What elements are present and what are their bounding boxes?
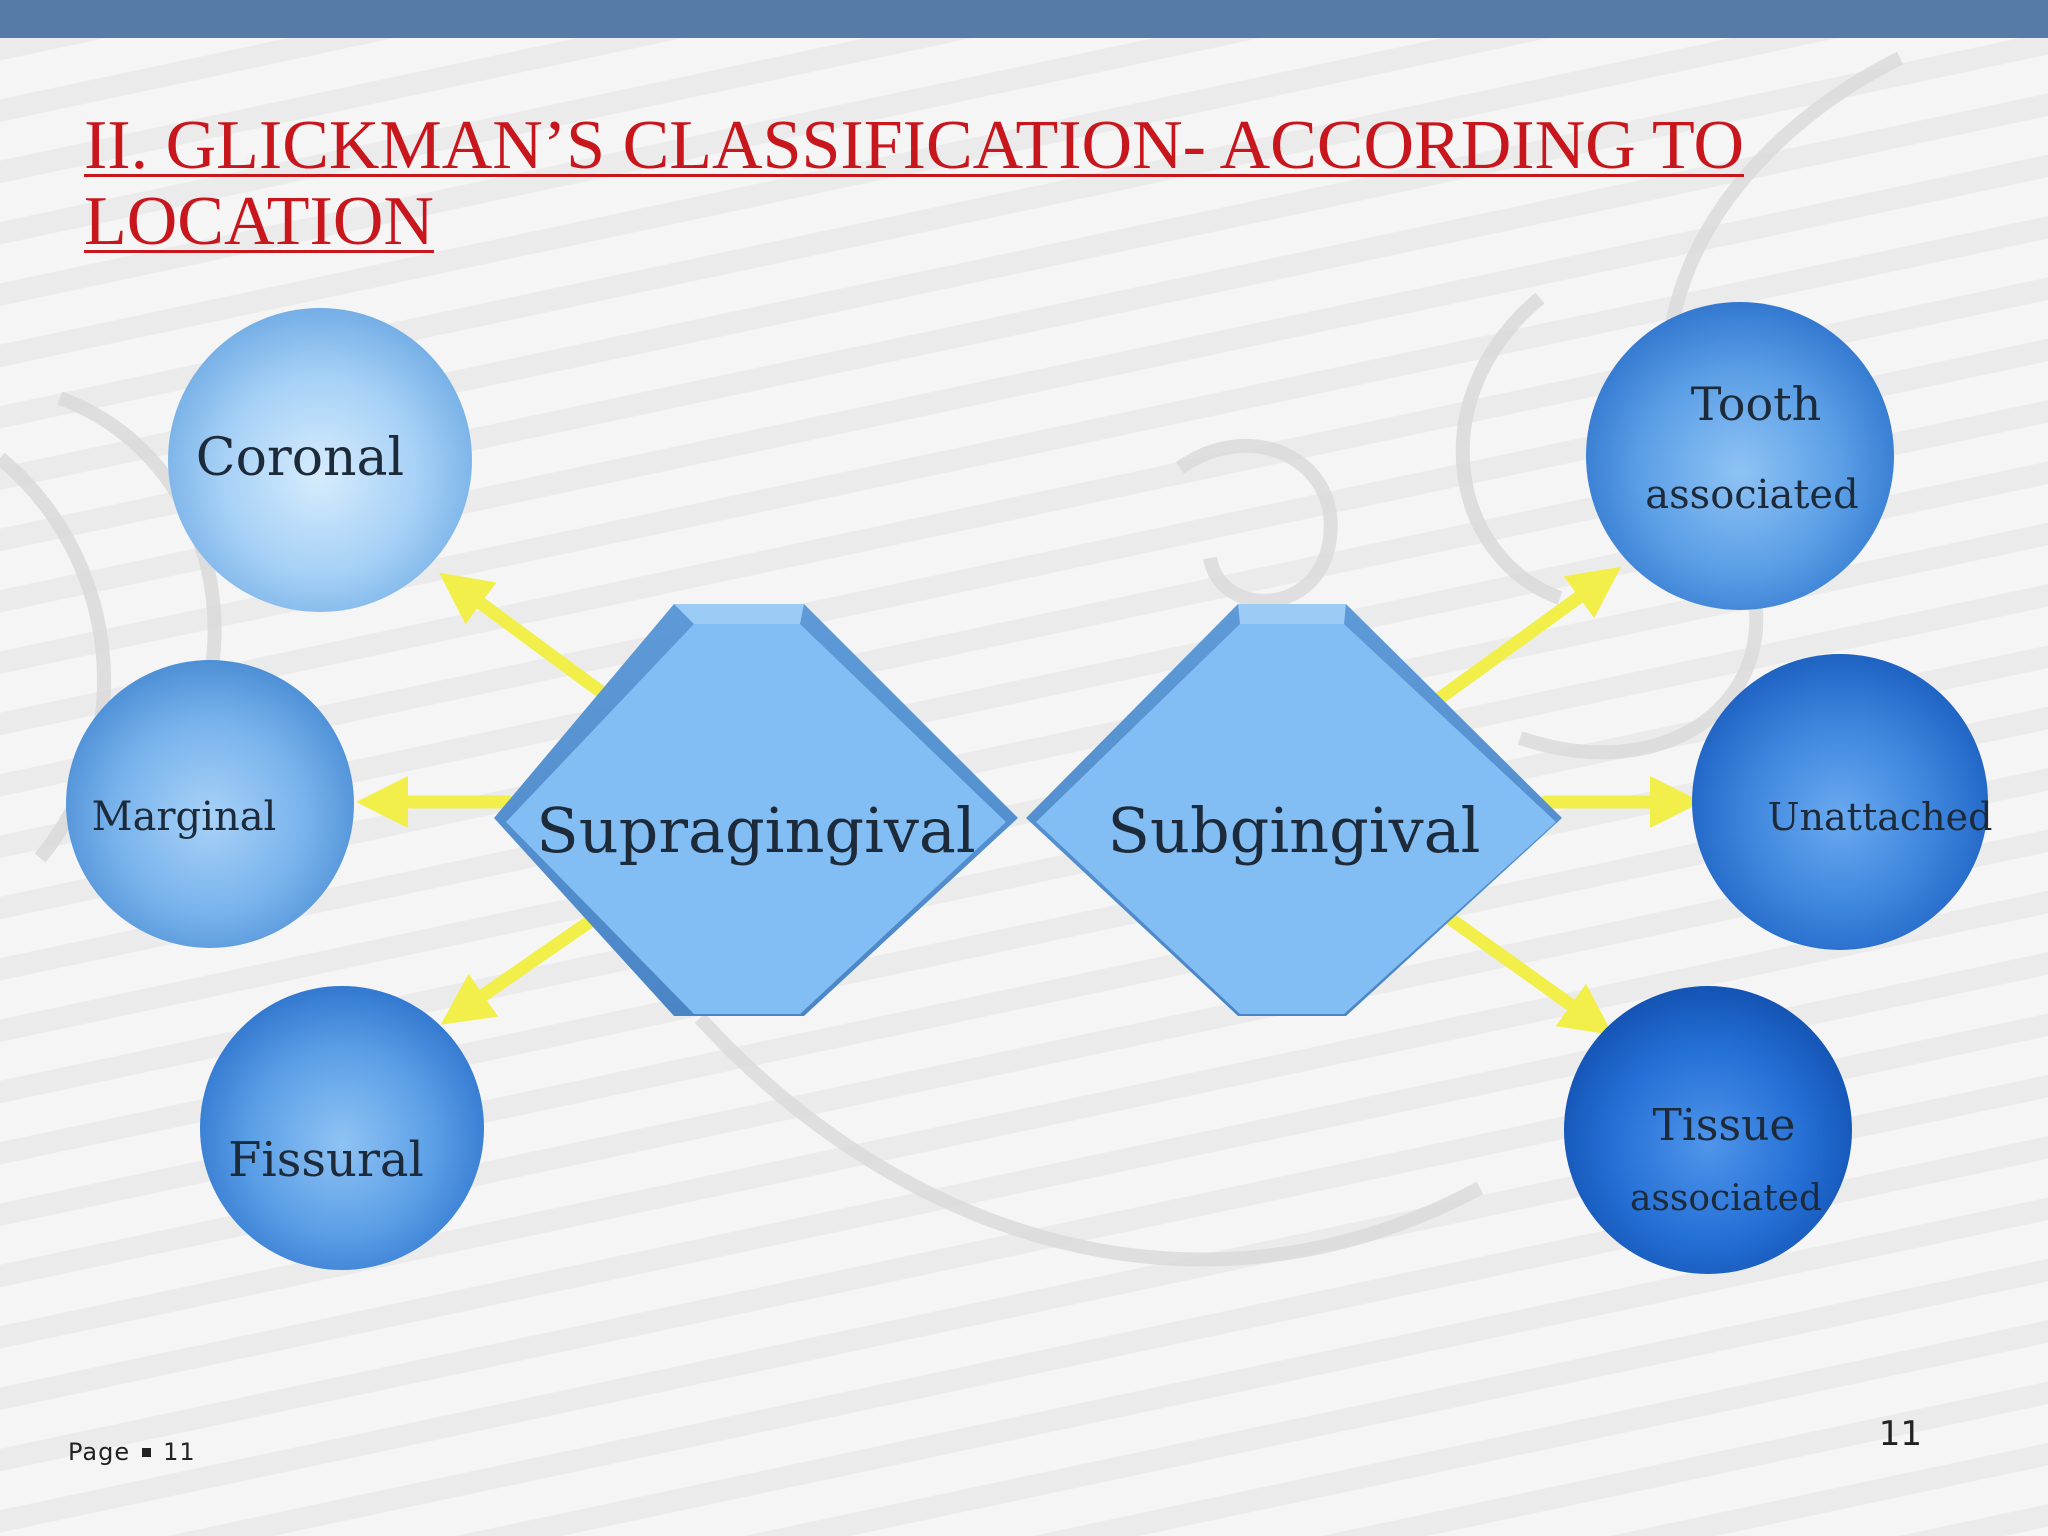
- supragingival-label: Supragingival: [536, 794, 975, 867]
- unattached-label: Unattached: [1768, 795, 1993, 839]
- tissue-associated-line2: associated: [1630, 1178, 1822, 1219]
- page-number: 11: [1878, 1414, 1922, 1454]
- arrow-to-coronal: [439, 572, 619, 707]
- fissural-label: Fissural: [228, 1132, 424, 1188]
- arrow-to-tooth-associated: [1433, 566, 1622, 705]
- marginal-label: Marginal: [92, 794, 277, 840]
- supragingival-hub: [494, 604, 1018, 1016]
- top-bar: [0, 0, 2048, 38]
- tissue-associated-node: [1564, 986, 1852, 1274]
- marginal-node: [66, 660, 354, 948]
- page-footer: Page 11: [68, 1438, 196, 1466]
- coronal-label: Coronal: [196, 428, 404, 488]
- subgingival-hub: [1026, 604, 1562, 1016]
- footer-label: Page: [68, 1438, 131, 1466]
- tissue-associated-line1: Tissue: [1653, 1100, 1796, 1151]
- bullet-square-icon: [142, 1448, 152, 1457]
- arrow-to-tissue-associated: [1445, 913, 1614, 1036]
- footer-number: 11: [163, 1438, 196, 1466]
- slide-title: II. GLICKMAN’S CLASSIFICATION- ACCORDING…: [84, 107, 1745, 260]
- arrow-to-fissural: [440, 913, 599, 1025]
- tooth-associated-line2: associated: [1645, 472, 1858, 518]
- subgingival-label: Subgingival: [1108, 794, 1481, 867]
- tooth-associated-line1: Tooth: [1691, 377, 1822, 431]
- coronal-node: [168, 308, 472, 612]
- fissural-node: [200, 986, 484, 1270]
- tooth-associated-node: [1586, 302, 1894, 610]
- unattached-node: [1692, 654, 1988, 950]
